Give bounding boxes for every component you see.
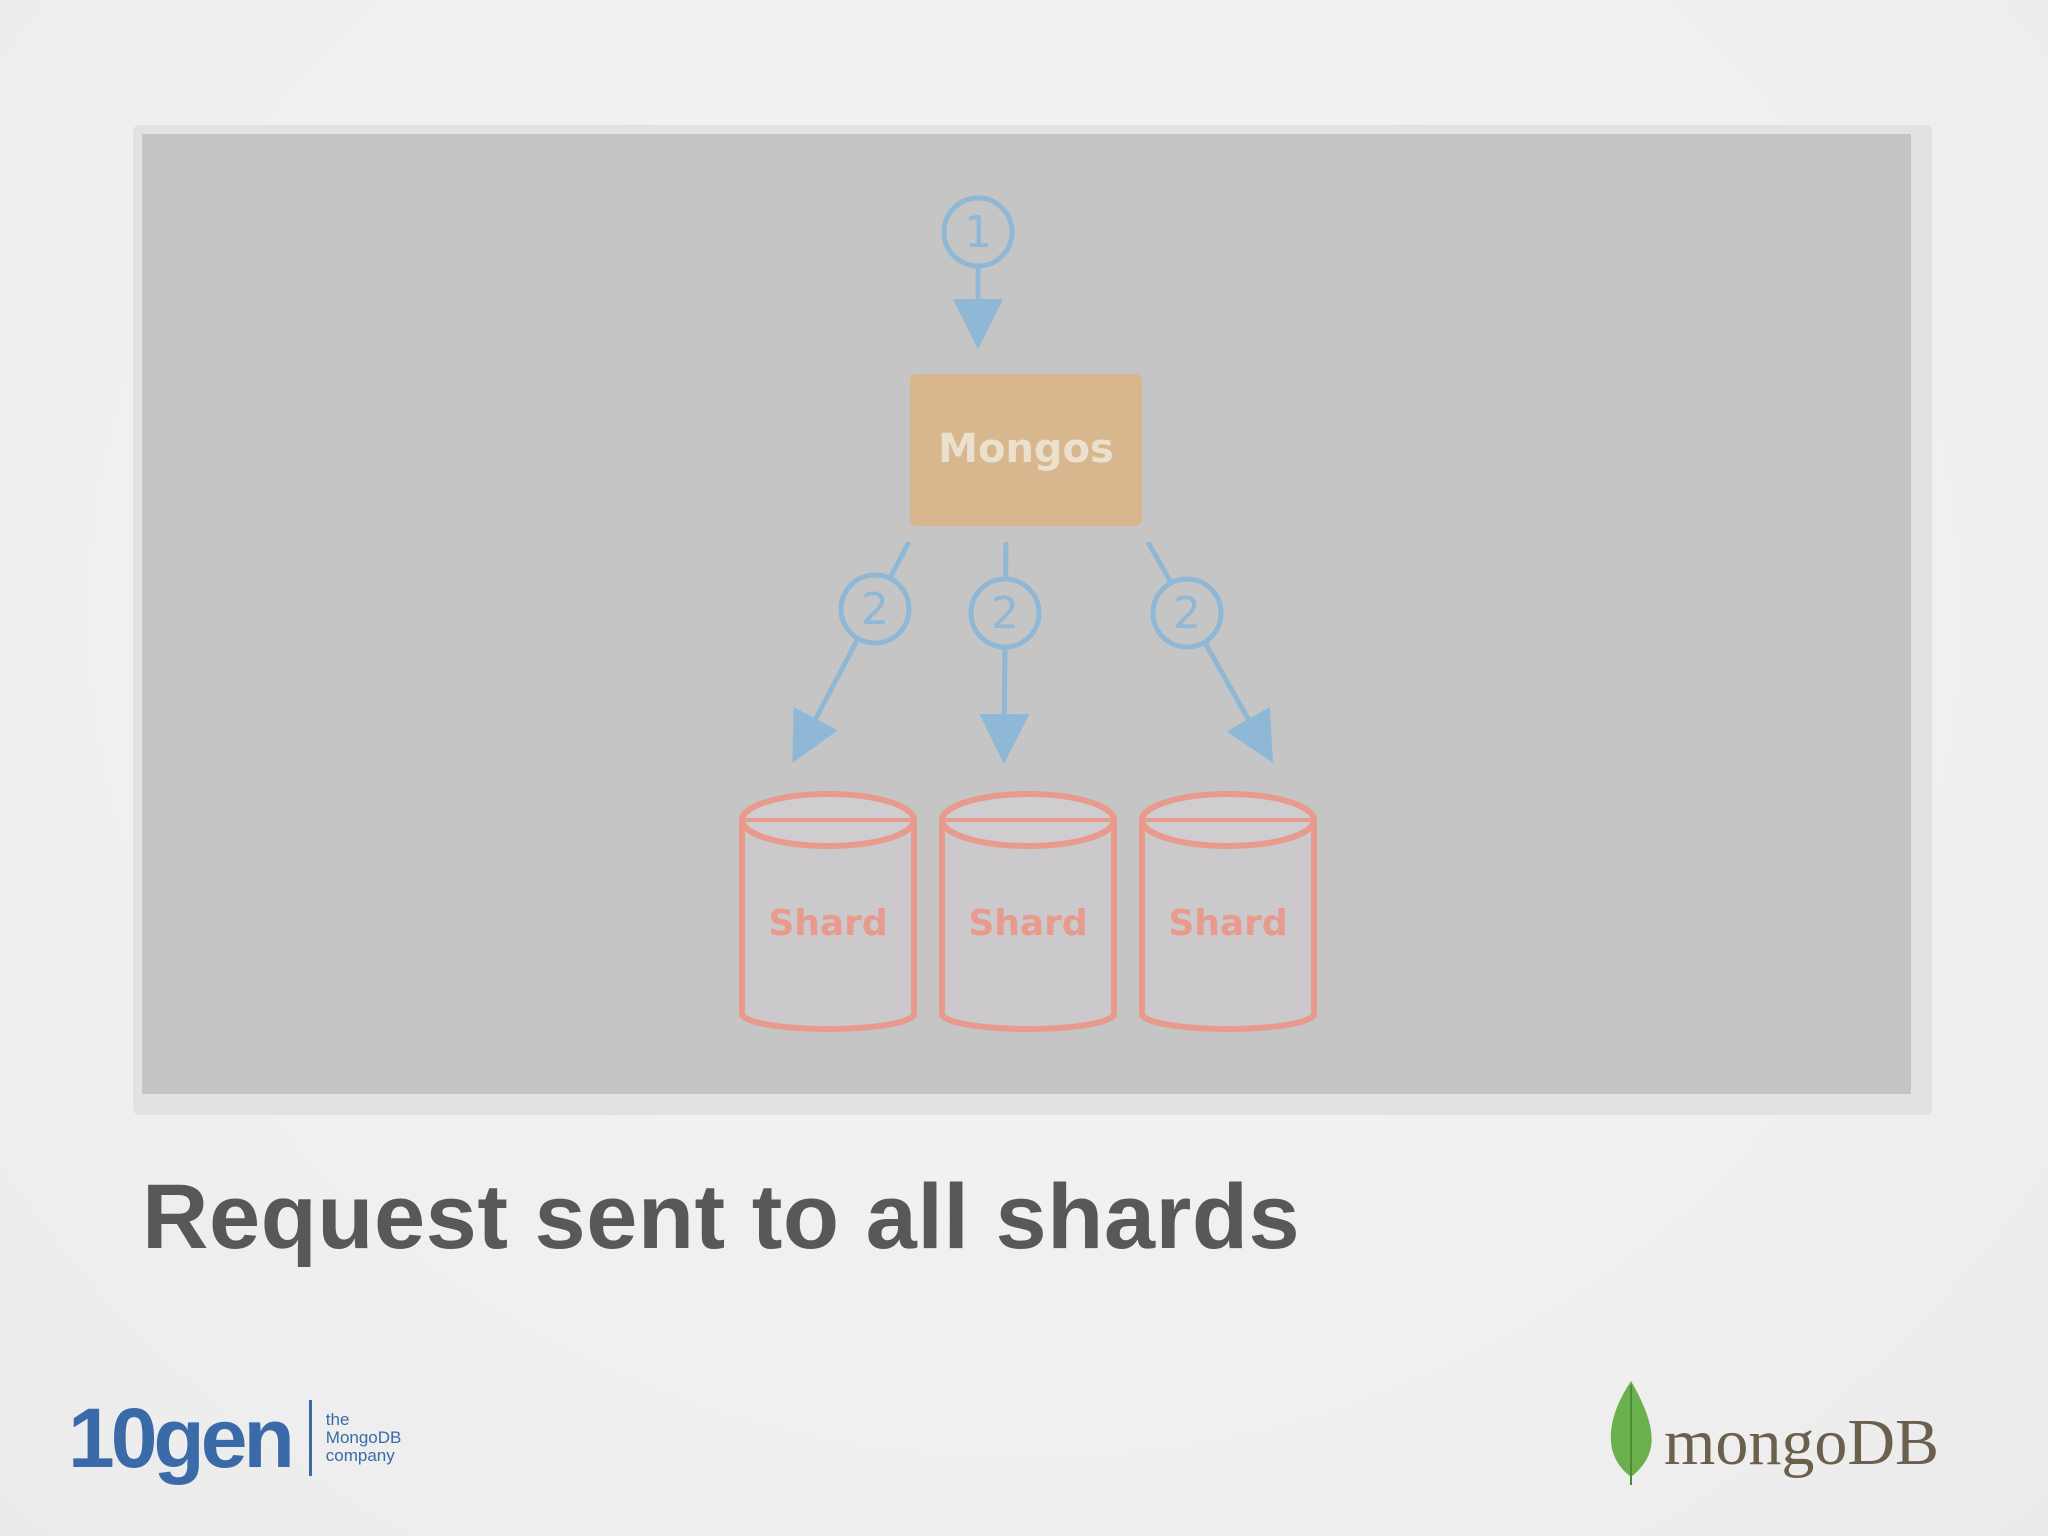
- shard-1-label: Shard: [768, 903, 887, 944]
- tagline-line-2: MongoDB: [325, 1428, 402, 1447]
- mongos-router: Mongos: [910, 374, 1142, 526]
- step-2-circle-middle: [968, 576, 1042, 650]
- slide-caption: Request sent to all shards: [142, 1166, 1301, 1268]
- mongos-label: Mongos: [938, 426, 1114, 472]
- 10gen-logo-text: 10gen: [68, 1390, 295, 1485]
- mongodb-leaf-icon: [1610, 1380, 1652, 1485]
- tagline-line-3: company: [325, 1446, 395, 1465]
- step-2-circle-right: [1150, 576, 1224, 650]
- step-2-number-left: 2: [861, 584, 889, 635]
- shard-1-body: [739, 820, 917, 1032]
- sharding-diagram: 1 Mongos 2 2 2 Shard: [739, 195, 1317, 1032]
- step-2-circle-left: [838, 572, 912, 646]
- step-2-number-right: 2: [1173, 588, 1201, 639]
- arrow-to-shard-3: [1145, 540, 1273, 763]
- mongodb-logo: mongoDB: [1604, 1375, 1939, 1490]
- mongos-box: [910, 374, 1142, 526]
- step-1-number: 1: [964, 207, 992, 258]
- mongodb-logo-text: mongoDB: [1664, 1405, 1940, 1479]
- step-2-number-middle: 2: [991, 588, 1019, 639]
- shard-2: Shard: [939, 791, 1117, 1032]
- step-1-group: 1: [941, 195, 1015, 349]
- 10gen-logo-divider: [308, 1400, 312, 1476]
- tagline-line-1: the: [325, 1410, 350, 1429]
- shard-2-label: Shard: [968, 903, 1087, 944]
- shard-3: Shard: [1139, 791, 1317, 1032]
- shard-3-body: [1139, 820, 1317, 1032]
- shard-1: Shard: [739, 791, 917, 1032]
- shard-3-label: Shard: [1168, 903, 1287, 944]
- 10gen-logo-tagline: the MongoDB company: [326, 1411, 402, 1465]
- arrow-to-shard-1: [792, 540, 912, 763]
- shard-2-body: [939, 820, 1117, 1032]
- fanout-arrows: 2 2 2: [792, 540, 1273, 764]
- 10gen-logo: 10gen the MongoDB company: [68, 1388, 401, 1488]
